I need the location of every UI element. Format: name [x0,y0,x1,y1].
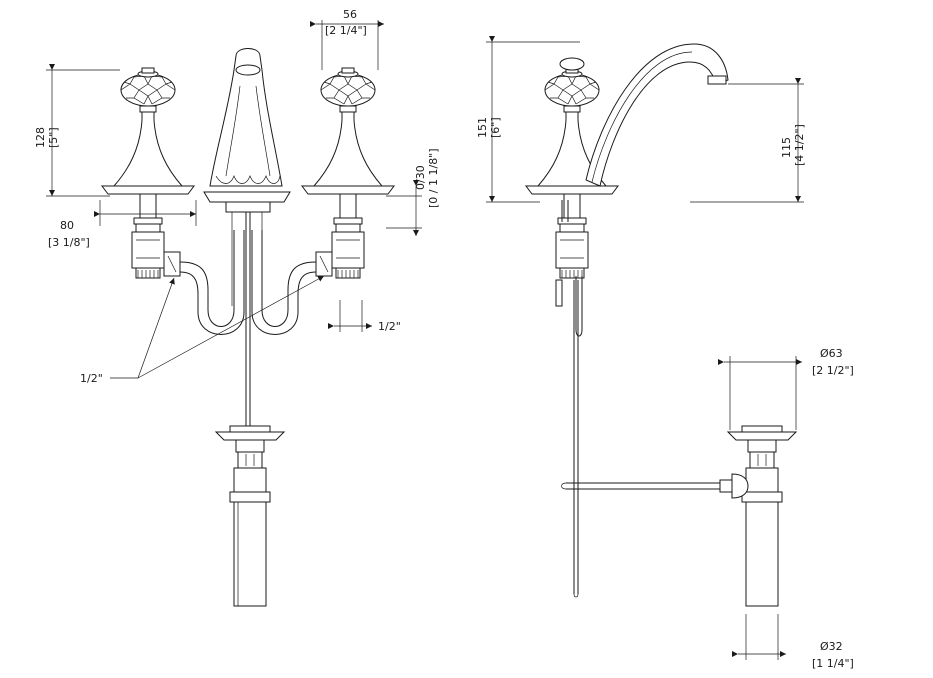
label-spout-height-mm: 115 [780,137,793,158]
label-deck-thickness-in: [0 / 1 1/8"] [427,148,440,208]
label-connection-left: 1/2" [80,372,103,385]
label-front-height-in: [5"] [47,127,60,148]
dim-side-height: 151 [6"] [476,36,580,203]
label-spout-height-in: [4 1/2"] [793,124,806,166]
side-view: 151 [6"] 115 [4 1/2"] Ø63 [2 1/2"] Ø32 [… [476,36,854,670]
label-side-height-in: [6"] [489,117,502,138]
label-drain-flange-mm: Ø63 [820,347,843,360]
dim-spread: 80 [3 1/8"] [48,200,197,249]
right-handle [301,67,395,279]
dim-top-width: 56 [2 1/4"] [310,8,384,70]
supply-hoses [163,230,333,335]
dim-spout-height: 115 [4 1/2"] [690,78,806,203]
dim-front-height: 128 [5"] [34,64,120,197]
dim-drain-flange: Ø63 [2 1/2"] [718,347,854,430]
side-handle [525,57,619,279]
label-deck-thickness-mm: 0/30 [414,165,427,190]
dim-deck-thickness: 0/30 [0 / 1 1/8"] [386,148,440,236]
label-top-width-in: [2 1/4"] [325,24,367,37]
left-handle [101,67,195,279]
dim-connection-right: 1/2" [328,300,401,333]
label-spread-mm: 80 [60,219,74,232]
dim-connection-left: 1/2" [80,275,325,385]
label-top-width-mm: 56 [343,8,357,21]
label-connection-right: 1/2" [378,320,401,333]
label-side-height-mm: 151 [476,117,489,138]
drain-front [214,425,286,607]
spout-side [585,43,729,187]
label-drain-flange-in: [2 1/2"] [812,364,854,377]
label-drain-tail-in: [1 1/4"] [812,657,854,670]
front-view: 128 [5"] 80 [3 1/8"] 56 [2 1/4"] 0/30 [0… [34,8,440,607]
label-front-height-mm: 128 [34,127,47,148]
dim-drain-tail: Ø32 [1 1/4"] [732,614,854,670]
label-spread-in: [3 1/8"] [48,236,90,249]
drain-side [561,425,798,607]
label-drain-tail-mm: Ø32 [820,640,843,653]
spout-front [203,48,291,213]
